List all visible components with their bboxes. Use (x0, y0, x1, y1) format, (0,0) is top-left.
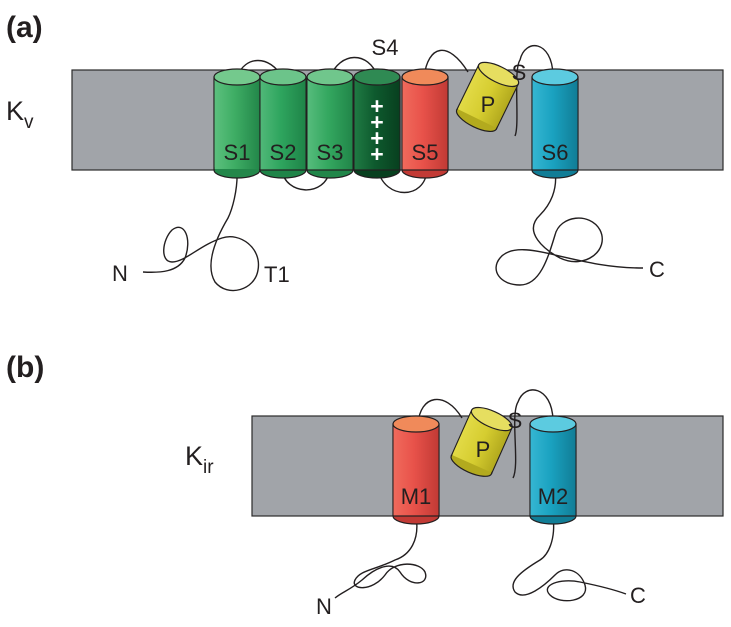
kir-m1-fill (393, 424, 439, 515)
panel-b-label: (b) (6, 351, 44, 384)
kv-s2-label: S2 (270, 140, 297, 165)
kv-t1-label: T1 (264, 262, 290, 287)
kv-s2-fill (260, 77, 306, 169)
kir-sub-label: ir (203, 457, 214, 478)
panel-a: (a) Kv S1 S2 (6, 11, 724, 292)
kir-m1-label: M1 (401, 484, 432, 509)
kir-main-label: K (185, 441, 203, 471)
kir-pore-helix (450, 406, 513, 477)
kv-s3-label: S3 (317, 140, 344, 165)
kv-c-terminus-chain (495, 169, 644, 286)
kir-n-terminus-chain (334, 515, 427, 599)
kir-m2-fill (530, 424, 576, 515)
kv-s6-fill (532, 77, 578, 169)
kv-s5-top (401, 68, 449, 86)
kir-pore-helix-top (470, 406, 513, 432)
kir-m1-top (392, 415, 440, 433)
kir-m2-label: M2 (538, 484, 569, 509)
kir-n-terminus-label: N (316, 594, 332, 619)
kv-main-label: K (6, 96, 24, 126)
kv-s4-charge-4: + (370, 141, 383, 167)
kv-s5-p-loop (423, 49, 469, 78)
kv-n-terminus-t1-chain (142, 169, 260, 292)
kv-s4-charge-3: + (370, 125, 383, 151)
panel-b: (b) Kir M1 P S (6, 351, 724, 619)
kv-pore-helix (455, 61, 520, 132)
kv-s4-fill (354, 77, 400, 169)
kir-selectivity-loop (512, 389, 554, 479)
kir-m2-helix: M2 (529, 415, 577, 525)
kv-sub-label: v (24, 112, 34, 133)
kv-s6-top (531, 68, 579, 86)
kv-s6-helix: S6 (531, 68, 579, 179)
kv-pore-helix-top (477, 61, 520, 88)
kv-s4-top (353, 68, 401, 86)
kv-s4-charge-1: + (370, 93, 383, 119)
kir-channel-label: Kir (185, 441, 214, 478)
kir-selectivity-label: S (508, 408, 523, 433)
kir-c-terminus-label: C (630, 583, 646, 608)
kv-selectivity-loop (514, 44, 554, 137)
kv-s4-helix: + + + + (353, 68, 401, 179)
kv-pore-helix-label: P (481, 92, 496, 117)
kir-m1-helix: M1 (392, 415, 440, 525)
kv-s3-fill (307, 77, 353, 169)
kv-s1-helix: S1 (213, 68, 261, 179)
kv-s2-top (259, 68, 307, 86)
kv-s3-helix: S3 (306, 68, 354, 179)
kv-channel-label: Kv (6, 96, 34, 133)
kv-s2-helix: S2 (259, 68, 307, 179)
kv-selectivity-label: S (512, 60, 527, 85)
kv-s6-label: S6 (542, 140, 569, 165)
panel-a-label: (a) (6, 11, 43, 44)
kv-s5-helix: S5 (401, 68, 449, 179)
kv-s1-top (213, 68, 261, 86)
kv-s4-label: S4 (372, 35, 399, 60)
kv-n-terminus-label: N (112, 261, 128, 286)
kv-s3-top (306, 68, 354, 86)
kir-c-terminus-chain (512, 515, 627, 602)
kir-pore-helix-label: P (476, 437, 491, 462)
kv-c-terminus-label: C (649, 257, 665, 282)
kir-m2-top (529, 415, 577, 433)
kv-s1-fill (214, 77, 260, 169)
kv-s4-charge-2: + (370, 109, 383, 135)
kv-s1-label: S1 (224, 140, 251, 165)
kv-s5-fill (402, 77, 448, 169)
kv-s5-label: S5 (412, 140, 439, 165)
